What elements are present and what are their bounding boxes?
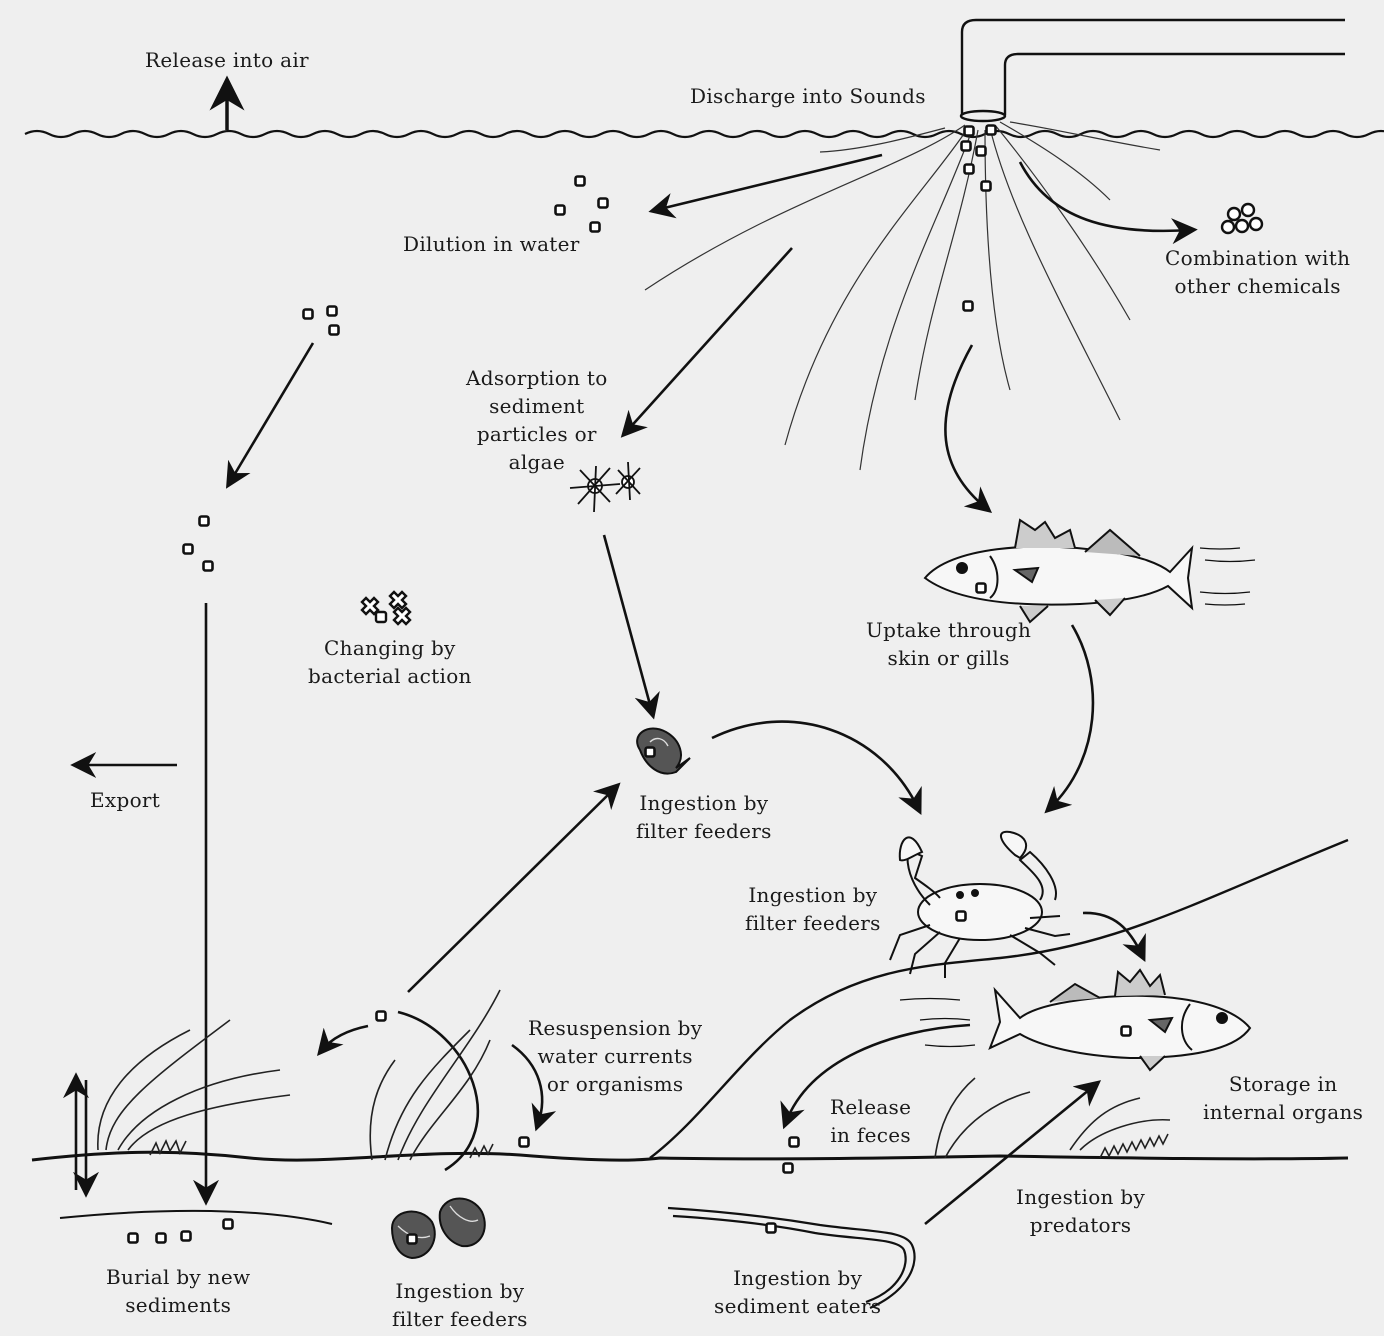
label-release-air: Release into air	[145, 46, 309, 74]
algae-to-filter-arrow	[604, 535, 652, 712]
fish-to-crab-arrow	[1050, 625, 1093, 808]
label-discharge: Discharge into Sounds	[690, 82, 926, 110]
water-surface	[25, 131, 1384, 137]
dilution-arrow	[656, 155, 882, 210]
resuspension-up-arrow	[408, 788, 615, 992]
adsorption-arrow	[626, 248, 792, 432]
resuspension-left-arrow	[322, 1026, 368, 1050]
mixing-double-arrow	[76, 1080, 86, 1190]
bottom-shells	[392, 1199, 485, 1259]
label-export: Export	[90, 786, 160, 814]
label-dilution: Dilution in water	[403, 230, 580, 258]
fish-upper	[925, 520, 1255, 622]
settling-arrow	[230, 343, 313, 482]
crab	[890, 832, 1070, 978]
bacterial-chips	[362, 592, 410, 624]
uptake-arrow	[945, 345, 986, 508]
resuspension-loop	[398, 1012, 478, 1170]
combination-arrow	[1020, 162, 1190, 231]
discharge-plume	[645, 122, 1160, 470]
combination-cluster	[1222, 204, 1262, 233]
discharge-pipe	[961, 20, 1345, 121]
fish-lower	[900, 970, 1250, 1070]
